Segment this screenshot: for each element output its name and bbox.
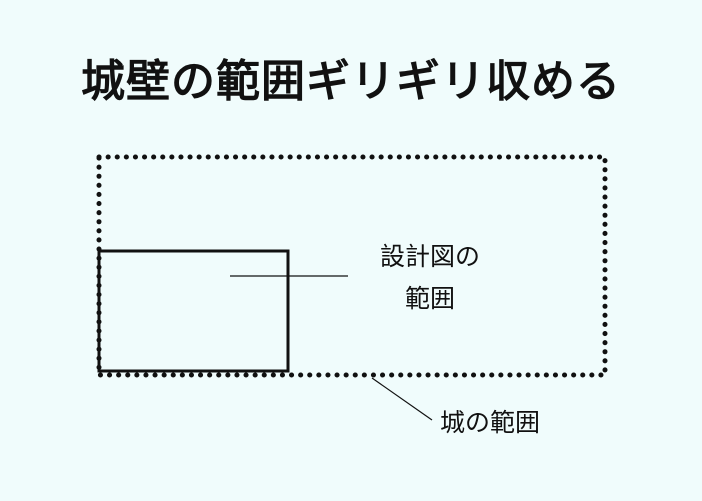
page-title: 城壁の範囲ギリギリ収める [81, 56, 621, 107]
design-range-label-line2: 範囲 [404, 284, 455, 313]
castle-label-leader-line [371, 377, 433, 421]
castle-range-label: 城の範囲 [440, 408, 541, 437]
design-range-label-line1: 設計図の [379, 242, 480, 271]
design-range-label: 設計図の 範囲 [360, 236, 500, 320]
design-range-solid-rectangle [97, 249, 290, 373]
castle-range-dotted-border [96, 154, 608, 378]
